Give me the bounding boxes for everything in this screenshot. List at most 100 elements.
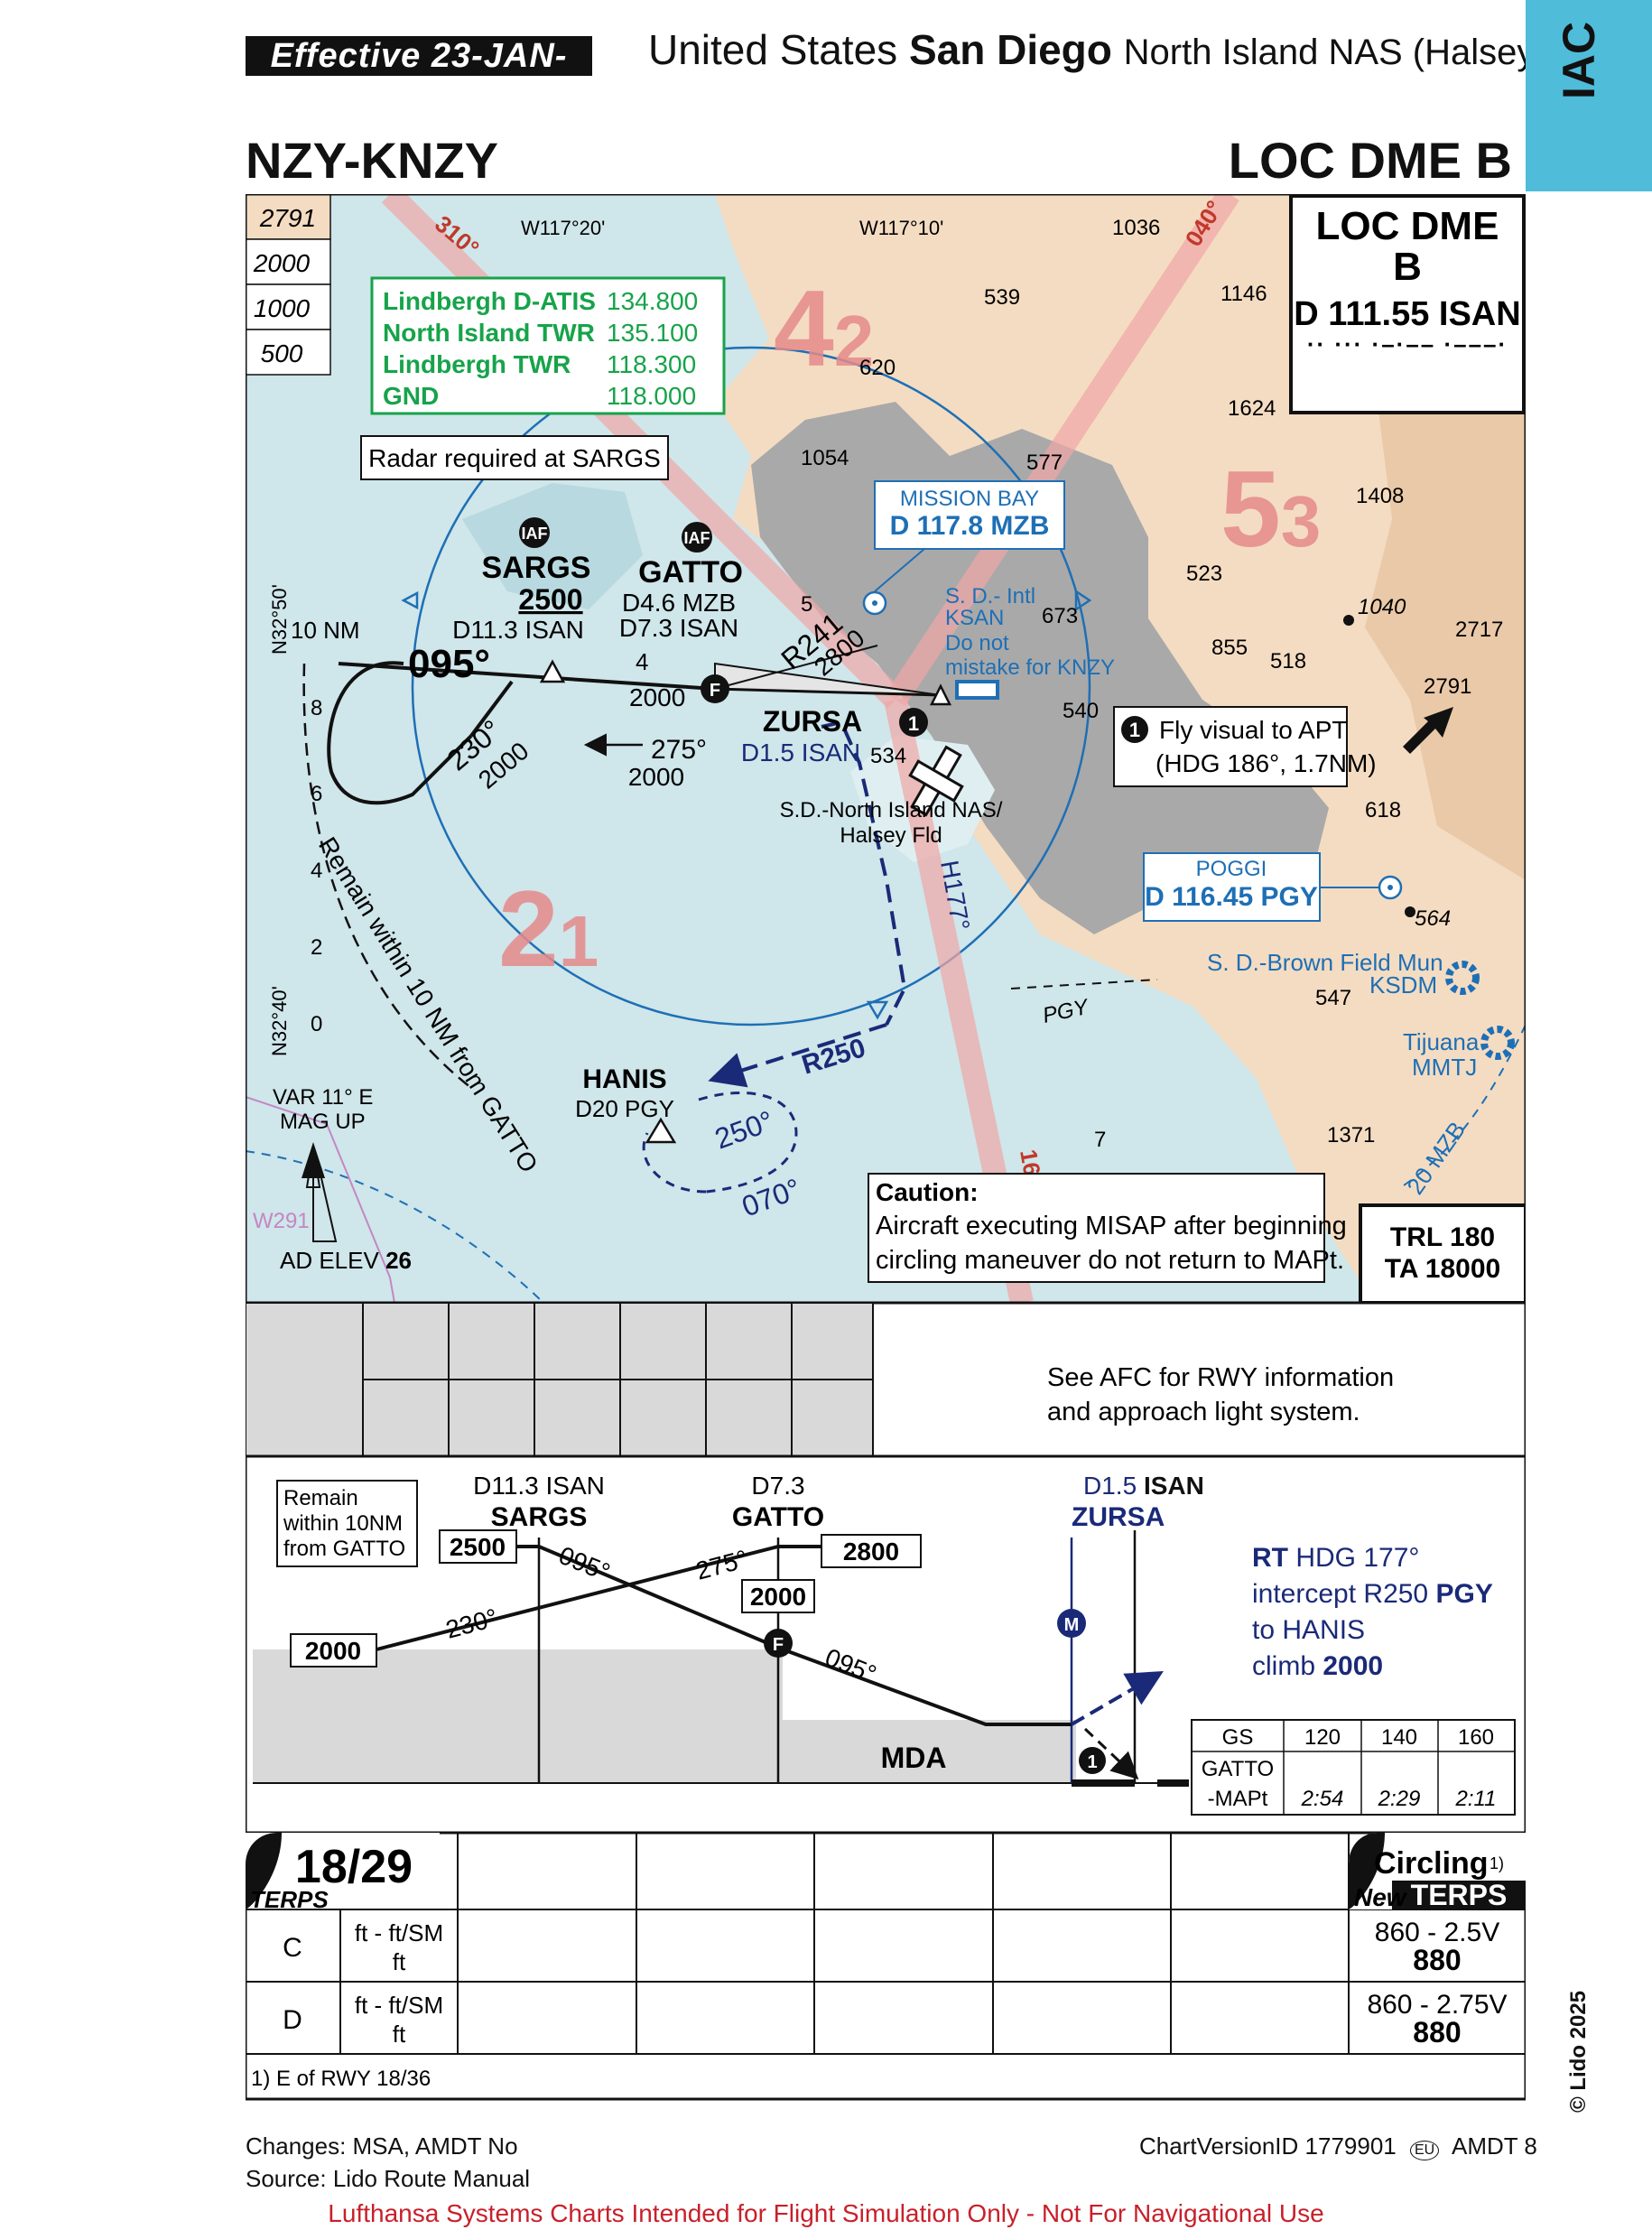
rwy-info-2: and approach light system.: [1047, 1398, 1360, 1426]
copyright: © Lido 2025: [1566, 1990, 1591, 2113]
var-1: VAR 11° E: [273, 1085, 373, 1110]
peak-1040: [1343, 615, 1354, 626]
source-note: Source: Lido Route Manual: [246, 2165, 531, 2192]
trl: TRL 180: [1390, 1222, 1495, 1252]
tijuana-icon: [1480, 1026, 1515, 1060]
timing-gatto: GATTO: [1202, 1757, 1274, 1781]
timing-table: GS 120 140 160 GATTO -MAPt 2:54 2:29 2:1…: [1191, 1719, 1516, 1816]
zursa-name: ZURSA: [763, 705, 862, 738]
cat-d-unit1: ft - ft/SM: [355, 1992, 443, 2019]
timing-v160: 2:11: [1455, 1787, 1497, 1811]
w291-boundary-blue: [246, 1150, 544, 1303]
comm-name-1: North Island TWR: [383, 319, 595, 347]
lat-n32-40: N32°40': [268, 986, 291, 1056]
sargs-dist: D11.3 ISAN: [452, 616, 584, 644]
elev-1146: 1146: [1220, 282, 1267, 306]
cat-d: D: [283, 2005, 302, 2035]
ta: TA 18000: [1385, 1254, 1500, 1284]
comm-freq-3: 118.000: [607, 382, 696, 410]
sargs-iaf-icon: [519, 517, 550, 548]
prof-zursa: ZURSA: [1072, 1502, 1165, 1532]
profile-note-icon: [1079, 1747, 1106, 1774]
comm-freq-0: 134.800: [607, 287, 698, 315]
north-island-name-1: S.D.-North Island NAS/: [780, 798, 1003, 822]
prof-gatto: GATTO: [732, 1502, 824, 1532]
simulation-disclaimer: Lufthansa Systems Charts Intended for Fl…: [328, 2199, 1324, 2227]
terrain-profile: [253, 1649, 1076, 1783]
course-095: 095°: [408, 642, 490, 686]
caution-box: [868, 1173, 1325, 1283]
minima-circling-note: 1): [1490, 1854, 1504, 1872]
sargs-outbound: [469, 680, 514, 738]
procedure-turn: [327, 661, 473, 805]
sd-intl-4: mistake for KNZY: [945, 655, 1115, 680]
ksan-runway: [955, 680, 999, 700]
note-1-plan: 1: [908, 712, 919, 735]
brown-field-icon: [1445, 961, 1480, 995]
prof-gatto-d: D7.3: [751, 1472, 804, 1500]
nm-tick-4: 4: [311, 859, 322, 883]
cat-d-mda: 880: [1413, 2016, 1461, 2049]
caution-line-1: Aircraft executing MISAP after beginning: [876, 1212, 1347, 1240]
missed-line-3: to HANIS: [1252, 1615, 1365, 1645]
elev-577: 577: [1026, 451, 1063, 475]
shallow-area: [462, 483, 643, 609]
cat-c-circling: 860 - 2.5V: [1375, 1918, 1499, 1947]
comm-name-3: GND: [383, 382, 439, 410]
mapt-icon: [1057, 1609, 1086, 1638]
elev-564: 564: [1415, 906, 1451, 931]
prof-sargs-d: D11.3 ISAN: [473, 1472, 605, 1500]
sargs-iaf-label: IAF: [522, 525, 548, 543]
lon-w117-20: W117°20': [521, 217, 605, 239]
nm-tick-0: 0: [311, 1012, 322, 1036]
comms-box: Lindbergh D-ATIS 134.800 North Island TW…: [370, 276, 726, 415]
gatto-name: GATTO: [638, 555, 743, 590]
proc-box-title2: B: [1393, 245, 1422, 289]
fly-visual-note-icon: [1121, 716, 1148, 743]
mission-bay-freq: D 117.8 MZB: [890, 511, 1050, 541]
faf-label: F: [710, 681, 720, 701]
timing-160: 160: [1458, 1725, 1494, 1750]
iac-tab: IAC: [1526, 0, 1652, 191]
msa-sector-e: 53: [1220, 449, 1321, 570]
caution-line-2: circling maneuver do not return to MAPt.: [876, 1246, 1344, 1275]
sargs-alt: 2500: [518, 583, 582, 616]
elev-534: 534: [870, 744, 906, 768]
cat-d-circling: 860 - 2.75V: [1367, 1990, 1507, 2020]
missed-line-1: RT HDG 177°: [1252, 1543, 1419, 1573]
profile-note-num: 1: [1087, 1752, 1097, 1772]
zursa-dist: D1.5 ISAN: [741, 739, 860, 766]
comm-freq-1: 135.100: [607, 319, 698, 347]
elev-7: 7: [1094, 1128, 1106, 1152]
missed-approach-path: [821, 720, 907, 1026]
cat-c-unit2: ft: [393, 1948, 406, 1975]
holding-outbound: [698, 1092, 798, 1194]
holding-inbound: [642, 1132, 707, 1194]
fly-visual-note-num: 1: [1129, 719, 1140, 741]
gatto-d1: D4.6 MZB: [622, 589, 736, 617]
gatto-iaf-label: IAF: [684, 529, 710, 547]
remain-arc-left: [302, 663, 472, 1089]
amdt: AMDT 8: [1452, 2132, 1537, 2160]
gatto-iaf-icon: [682, 522, 712, 553]
gatto-alt: 2000: [629, 683, 685, 711]
visual-descent: [1083, 1727, 1139, 1780]
mapt-label: M: [1064, 1615, 1080, 1635]
fly-visual-1: Fly visual to APT: [1159, 716, 1348, 744]
tijuana-ident: MMTJ: [1412, 1054, 1477, 1081]
ad-elev: AD ELEV 26: [280, 1247, 412, 1274]
proc-box-freq: D 111.55 ISAN: [1294, 295, 1520, 333]
cat-c: C: [283, 1933, 302, 1963]
timing-140: 140: [1381, 1725, 1417, 1750]
sargs-name: SARGS: [482, 551, 591, 585]
proc-box-morse: ·· ··· ·–·–– ·–––·: [1307, 330, 1508, 358]
zursa-fix-icon: [929, 683, 952, 706]
gatto-d2: D7.3 ISAN: [619, 614, 738, 642]
mzb-20-arc: [1400, 1024, 1526, 1188]
elev-1054: 1054: [801, 446, 849, 470]
box-2800: [821, 1534, 922, 1568]
course-275: 275°: [651, 735, 707, 765]
rwy-info-strip: See AFC for RWY information and approach…: [246, 1301, 1526, 1458]
profile-view: Remain within 10NM from GATTO D11.3 ISAN…: [246, 1454, 1526, 1835]
comm-name-2: Lindbergh TWR: [383, 350, 571, 378]
